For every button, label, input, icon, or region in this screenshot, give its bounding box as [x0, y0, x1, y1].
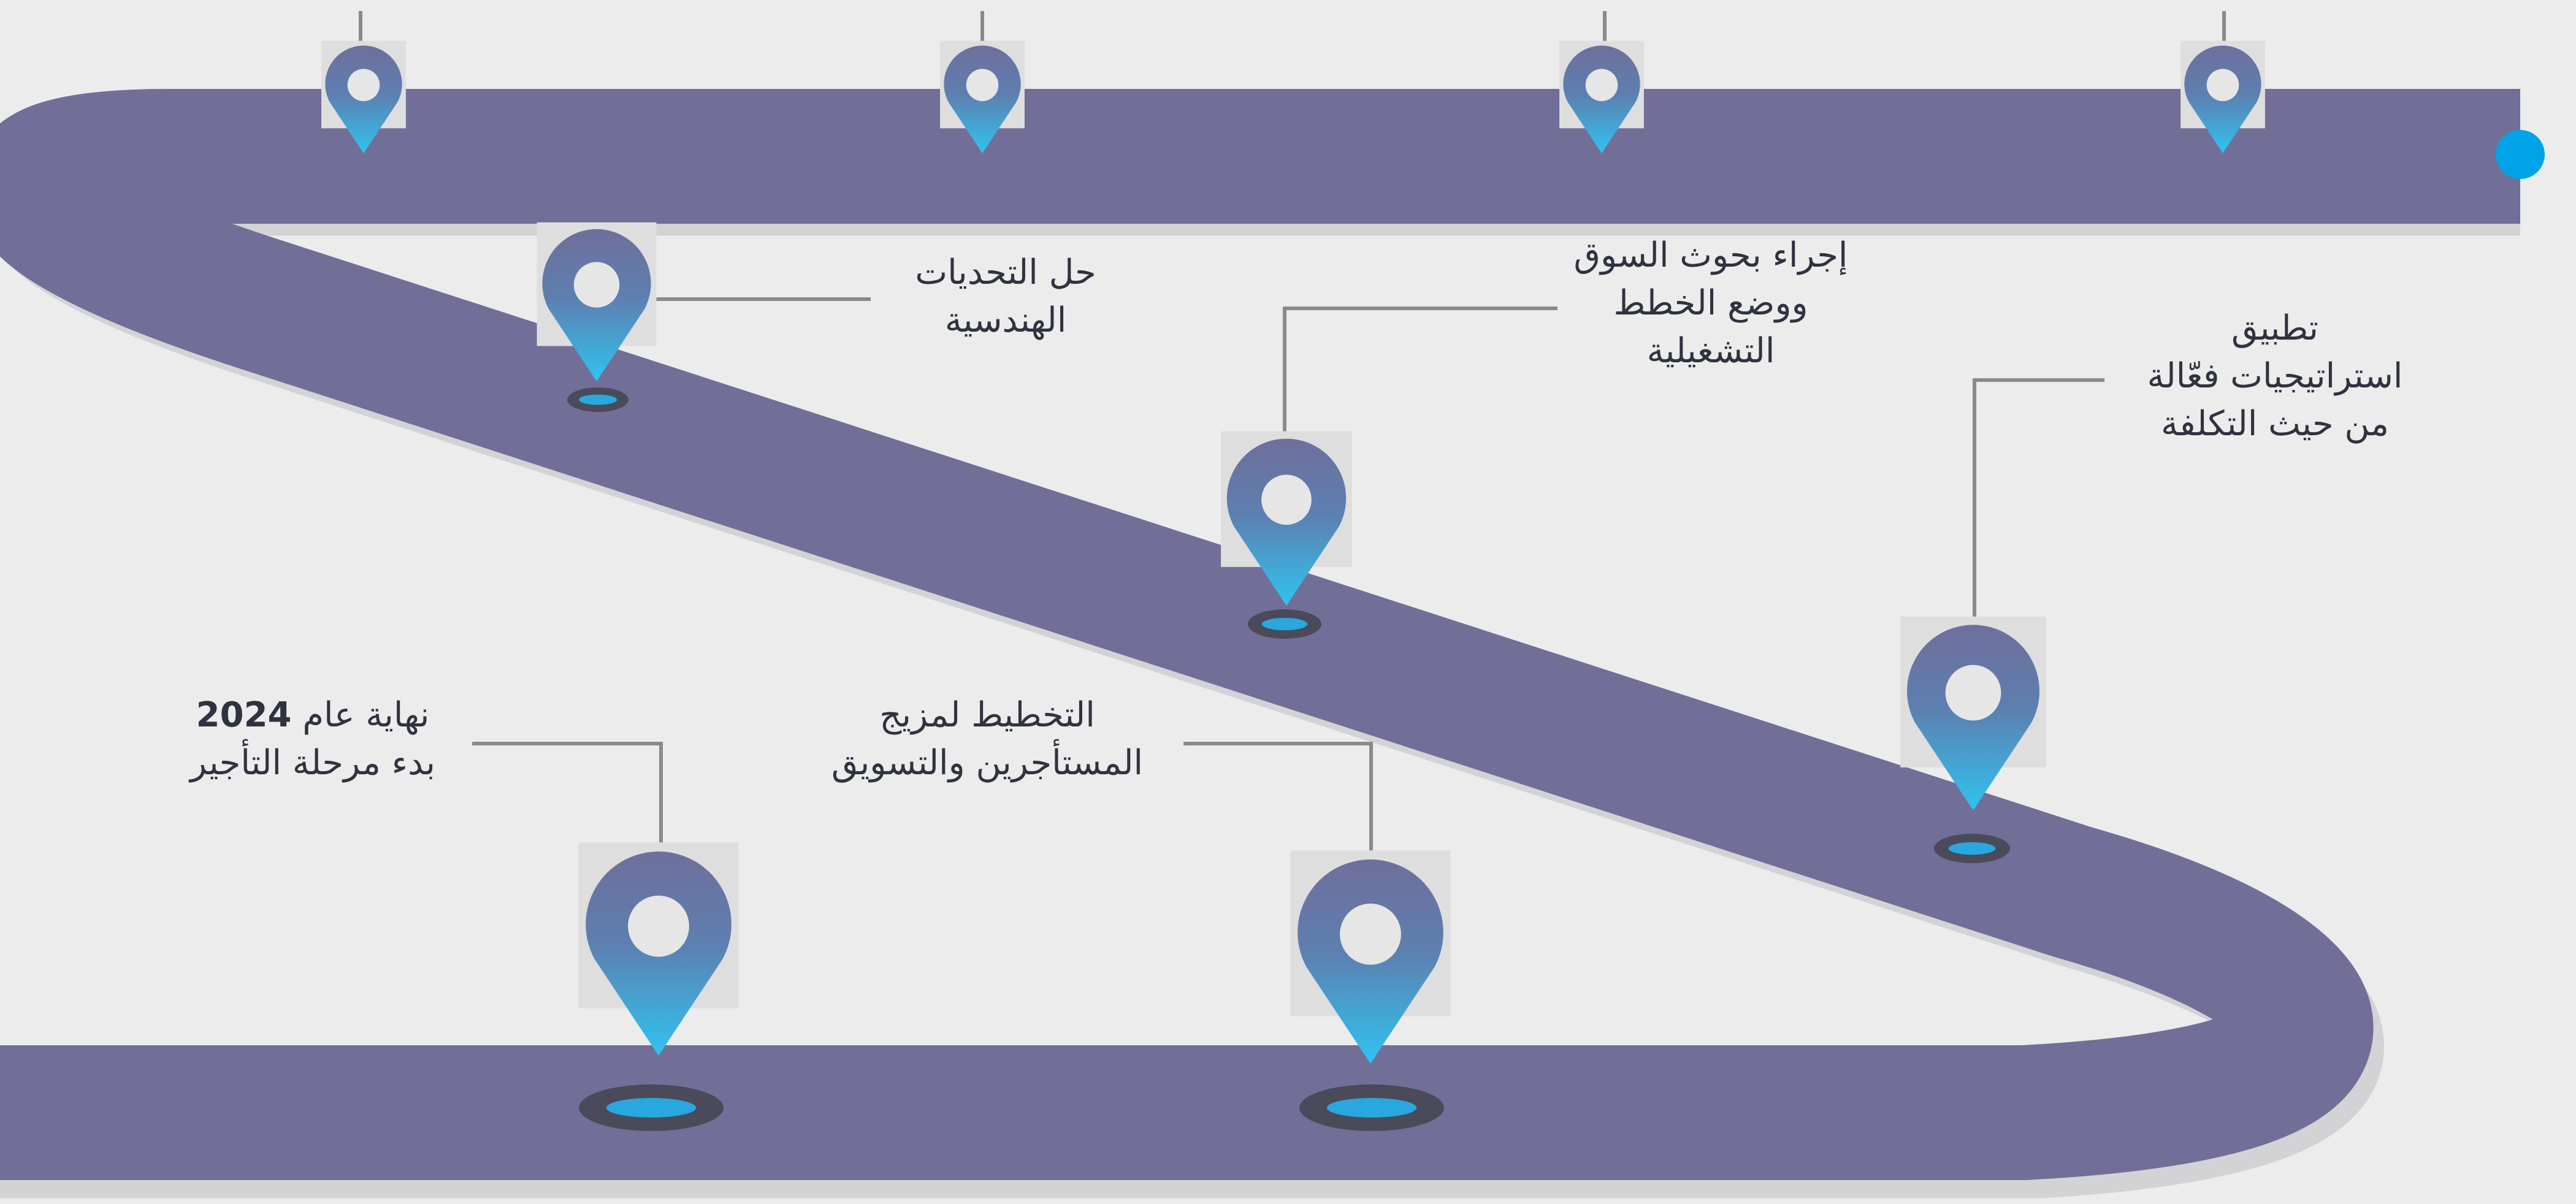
pin-hole: [1585, 69, 1618, 101]
roadmap-end-point: [2496, 130, 2545, 179]
milestone-market-research: [1221, 307, 1557, 639]
pin-hole: [347, 69, 380, 101]
milestone-label-cost-strategies: تطبيق استراتيجيات فعّالة من حيث التكلفة: [2097, 305, 2453, 448]
milestone-future-4: [2180, 11, 2265, 153]
connector-line: [472, 742, 663, 877]
milestone-future-2: [940, 11, 1025, 153]
label-text: بدء مرحلة التأجير: [190, 743, 435, 783]
label-text: حل التحديات: [915, 253, 1096, 292]
pin-hole: [1261, 474, 1312, 525]
milestone-future-3: [1559, 11, 1644, 153]
pin-shadow-fill: [1261, 617, 1308, 631]
pin-hole: [2206, 69, 2239, 101]
label-text: استراتيجيات فعّالة: [2147, 356, 2403, 396]
milestone-label-engineering: حل التحديات الهندسية: [871, 249, 1141, 345]
connector-line: [1283, 307, 1557, 449]
pin-hole: [628, 895, 689, 957]
road-path: [0, 89, 2520, 1180]
pin-shadow-fill: [606, 1098, 697, 1118]
label-text: ووضع الخطط: [1613, 283, 1808, 323]
pin-hole: [573, 262, 620, 308]
pin-hole: [966, 69, 999, 101]
label-text: الهندسية: [944, 300, 1067, 340]
pin-hole: [1945, 665, 2001, 721]
milestone-label-tenant-mix: التخطيط لمزيج المستأجرين والتسويق: [797, 692, 1177, 787]
label-text: تطبيق: [2231, 308, 2319, 348]
milestone-end-2024: [472, 742, 739, 1131]
label-text: نهاية عام: [291, 695, 430, 735]
milestone-label-market-research: إجراء بحوث السوق ووضع الخطط التشغيلية: [1533, 232, 1889, 375]
milestone-future-1: [321, 11, 406, 153]
pin-shadow-fill: [1948, 842, 1996, 855]
pin-shadow-fill: [1326, 1098, 1417, 1118]
pin-hole: [1340, 903, 1401, 965]
label-text: إجراء بحوث السوق: [1573, 235, 1848, 275]
milestone-cost-strategies: [1900, 378, 2104, 863]
pin-shadow-fill: [579, 394, 617, 405]
connector-line: [1973, 378, 2104, 642]
milestone-engineering: [537, 222, 871, 412]
milestone-tenant-mix: [1183, 742, 1451, 1131]
connector-line: [1183, 742, 1373, 878]
label-text: التخطيط لمزيج: [879, 695, 1095, 735]
label-text: من حيث التكلفة: [2160, 404, 2390, 444]
label-text: المستأجرين والتسويق: [831, 743, 1144, 783]
label-year: 2024: [196, 695, 292, 735]
milestone-label-end-2024: نهاية عام 2024 بدء مرحلة التأجير: [169, 692, 457, 787]
label-text: التشغيلية: [1646, 331, 1775, 371]
